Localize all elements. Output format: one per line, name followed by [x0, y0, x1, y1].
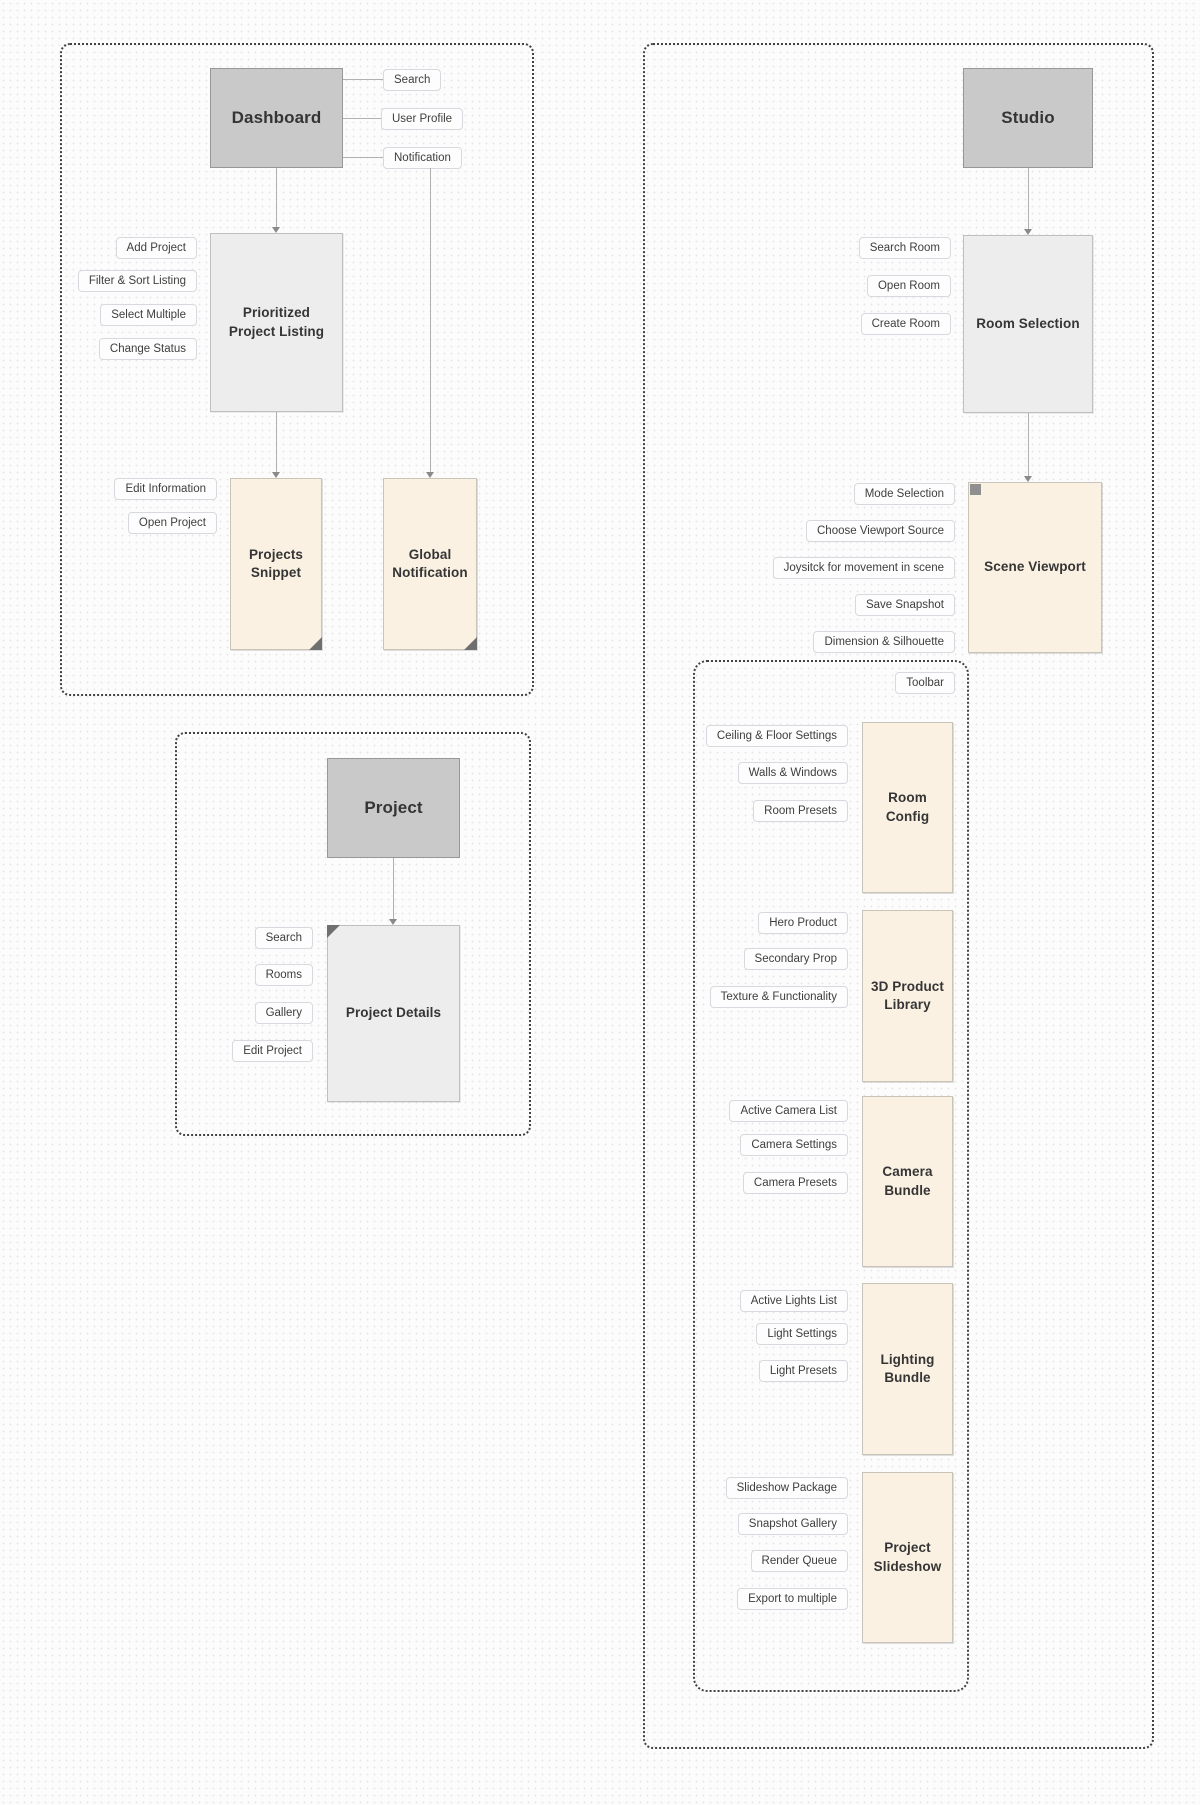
tag-active-lights-list: Active Lights List — [739, 1290, 848, 1312]
tag-save-snapshot: Save Snapshot — [854, 594, 955, 616]
tag-toolbar: Toolbar — [895, 672, 955, 694]
tag-joystick-movement: Joysitck for movement in scene — [772, 557, 955, 579]
node-lighting-bundle: Lighting Bundle — [862, 1283, 953, 1455]
fold-corner-icon — [309, 637, 322, 650]
project-details-title: Project Details — [345, 1005, 442, 1021]
tag-open-room: Open Room — [866, 275, 951, 297]
fold-corner-icon — [327, 925, 340, 938]
viewport-corner-marker-icon — [970, 484, 981, 495]
tag-dimension-silhouette: Dimension & Silhouette — [813, 631, 955, 653]
tag-search: Search — [383, 69, 442, 91]
scene-viewport-title: Scene Viewport — [984, 559, 1086, 575]
connector-studio-room-selection — [1028, 168, 1029, 229]
tag-create-room: Create Room — [860, 313, 951, 335]
tag-project-search: Search — [254, 927, 313, 949]
tag-hero-product: Hero Product — [758, 912, 848, 934]
node-project-details: Project Details — [327, 925, 460, 1102]
node-global-notification: Global Notification — [383, 478, 477, 650]
tag-light-presets: Light Presets — [758, 1360, 848, 1382]
tag-export-to-multiple: Export to multiple — [737, 1588, 848, 1610]
tag-edit-information: Edit Information — [114, 478, 217, 500]
arrowhead-listing — [272, 227, 280, 233]
node-project-slideshow: Project Slideshow — [862, 1472, 953, 1643]
tag-gallery: Gallery — [254, 1002, 313, 1024]
arrowhead-project-details — [389, 919, 397, 925]
tag-open-project: Open Project — [127, 512, 217, 534]
project-section-boundary — [175, 732, 531, 1136]
node-camera-bundle: Camera Bundle — [862, 1096, 953, 1267]
arrowhead-scene-viewport — [1024, 476, 1032, 482]
tag-slideshow-package: Slideshow Package — [725, 1477, 848, 1499]
connector-notification-global — [430, 168, 431, 472]
tag-snapshot-gallery: Snapshot Gallery — [737, 1513, 848, 1535]
tag-room-presets: Room Presets — [753, 800, 848, 822]
node-room-selection: Room Selection — [963, 235, 1093, 413]
connector-dashboard-listing — [276, 168, 277, 227]
tag-choose-viewport-source: Choose Viewport Source — [806, 520, 955, 542]
toolbar-boundary — [693, 660, 969, 1692]
fold-corner-icon — [464, 637, 477, 650]
connector-listing-snippet — [276, 412, 277, 472]
node-studio: Studio — [963, 68, 1093, 168]
tag-user-profile: User Profile — [381, 108, 464, 130]
projects-snippet-title: Projects Snippet — [248, 546, 304, 580]
node-scene-viewport: Scene Viewport — [968, 482, 1102, 653]
dashboard-section-boundary — [60, 43, 534, 696]
tag-camera-settings: Camera Settings — [740, 1134, 848, 1156]
tag-walls-windows: Walls & Windows — [737, 762, 848, 784]
tag-notification: Notification — [383, 147, 462, 169]
tag-ceiling-floor-settings: Ceiling & Floor Settings — [705, 725, 848, 747]
tag-active-camera-list: Active Camera List — [729, 1100, 848, 1122]
node-prioritized-project-listing: Prioritized Project Listing — [210, 233, 343, 412]
connector-project-details — [393, 858, 394, 919]
tag-mode-selection: Mode Selection — [853, 483, 955, 505]
node-3d-product-library: 3D Product Library — [862, 910, 953, 1082]
connector-room-selection-viewport — [1028, 413, 1029, 476]
tag-filter-sort-listing: Filter & Sort Listing — [77, 270, 197, 292]
node-room-config: Room Config — [862, 722, 953, 893]
tag-secondary-prop: Secondary Prop — [743, 948, 848, 970]
tag-light-settings: Light Settings — [756, 1323, 848, 1345]
arrowhead-global-notification — [426, 472, 434, 478]
arrowhead-room-selection — [1024, 229, 1032, 235]
tag-search-room: Search Room — [858, 237, 951, 259]
tag-render-queue: Render Queue — [750, 1550, 848, 1572]
connector-dashboard-user-profile — [343, 118, 383, 119]
connector-dashboard-search — [343, 79, 383, 80]
tag-change-status: Change Status — [98, 338, 197, 360]
global-notification-title: Global Notification — [392, 546, 468, 580]
tag-select-multiple: Select Multiple — [100, 304, 197, 326]
tag-texture-functionality: Texture & Functionality — [709, 986, 848, 1008]
tag-edit-project: Edit Project — [232, 1040, 313, 1062]
tag-rooms: Rooms — [254, 964, 313, 986]
node-projects-snippet: Projects Snippet — [230, 478, 322, 650]
node-dashboard: Dashboard — [210, 68, 343, 168]
arrowhead-snippet — [272, 472, 280, 478]
node-project: Project — [327, 758, 460, 858]
studio-section-boundary — [643, 43, 1154, 1749]
connector-dashboard-notification — [343, 157, 383, 158]
tag-add-project: Add Project — [115, 237, 197, 259]
tag-camera-presets: Camera Presets — [742, 1172, 848, 1194]
